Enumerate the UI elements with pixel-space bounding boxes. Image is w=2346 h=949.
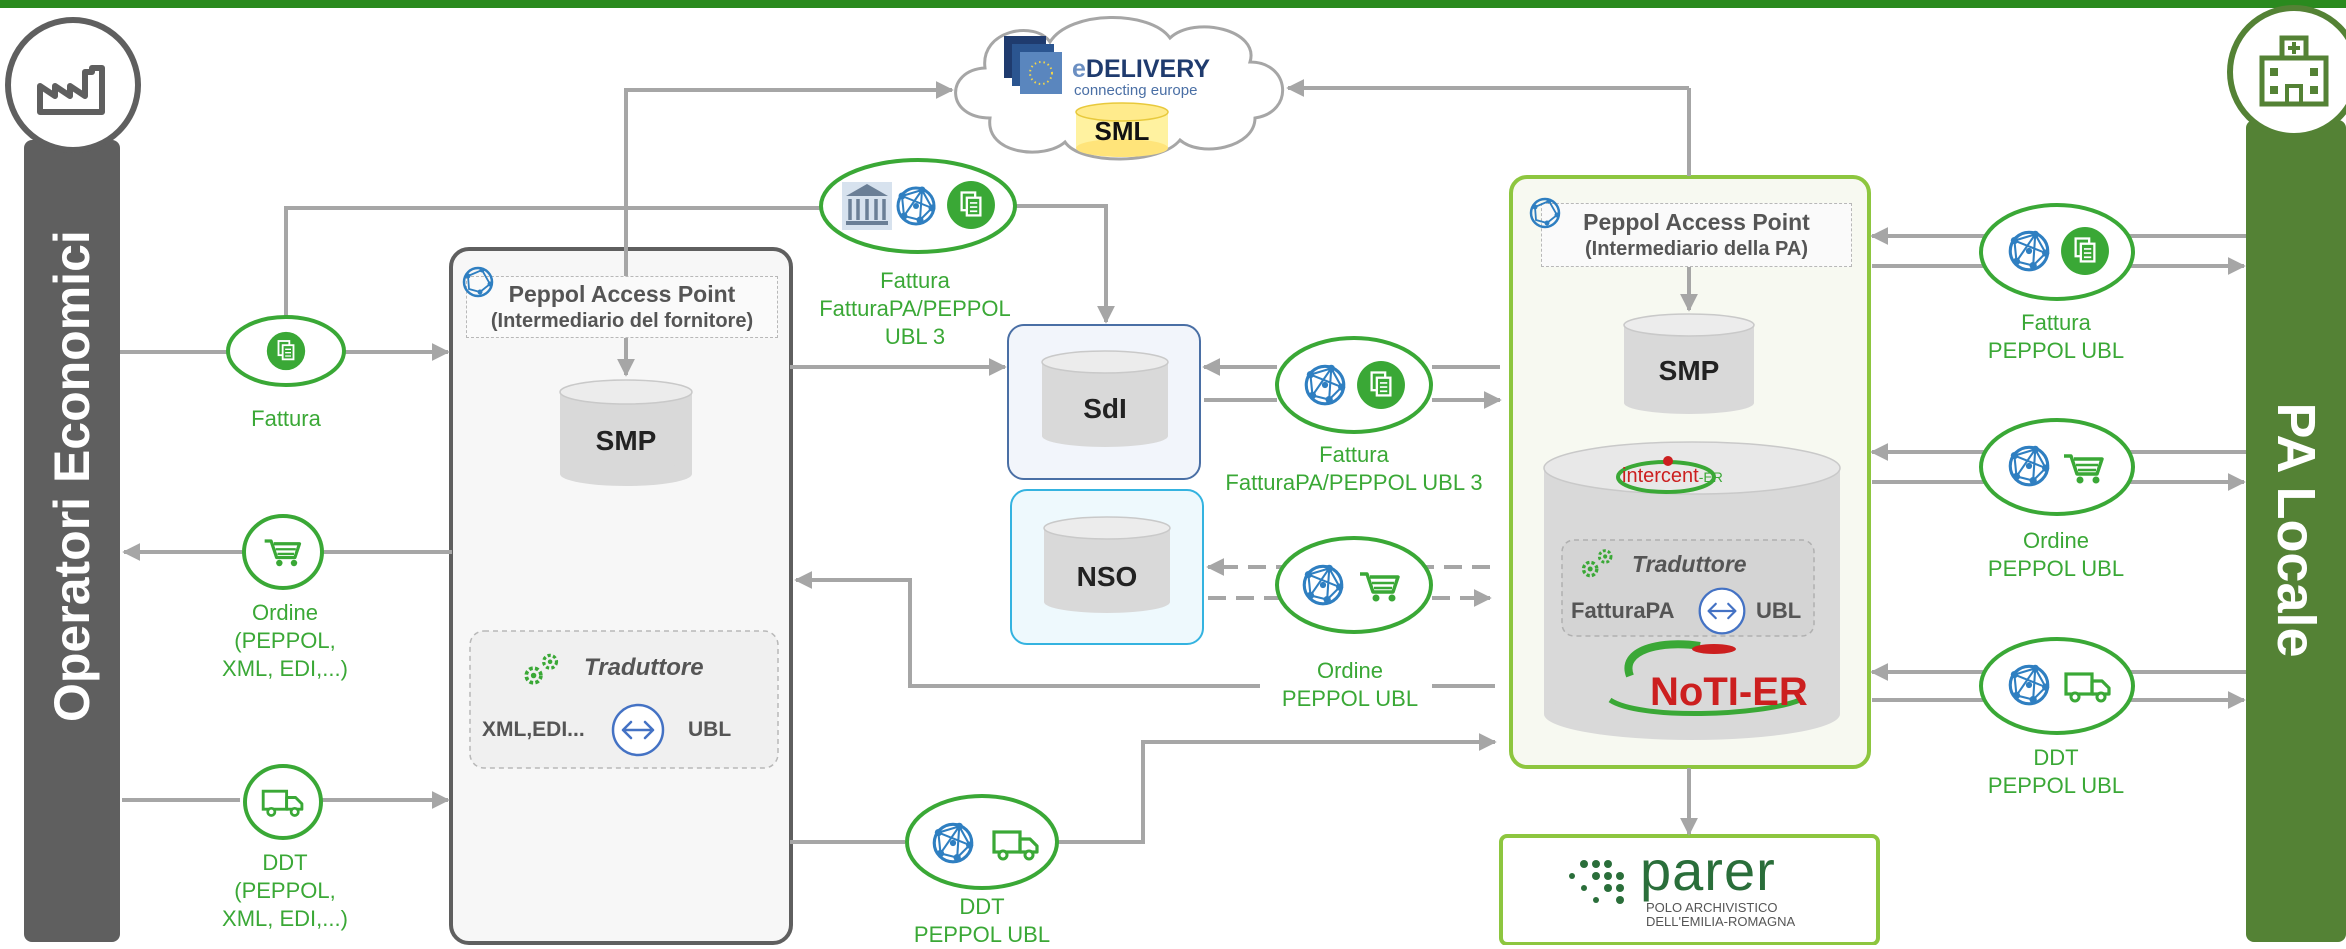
pa-ap-subtitle: (Intermediario della PA) [1584,238,1808,260]
document-icon [1356,360,1406,410]
mid-ordine-ellipse [1275,536,1433,634]
nso-label: NSO [1076,561,1138,592]
supplier-translator-title: Traduttore [584,654,704,681]
left-fattura-label: Fattura [251,406,321,431]
document-icon [946,180,996,230]
supplier-translator-from: XML,EDI... [482,718,585,741]
parer-logo: parer [1640,839,1776,902]
pa-translator-from: FatturaPA [1571,598,1675,623]
left-fattura-ellipse [226,315,346,387]
top-accent-bar [0,0,2346,8]
supplier-smp-cylinder [559,379,693,486]
pa-smp-label: SMP [1658,355,1720,386]
pa-translator-to: UBL [1756,598,1802,623]
pa-ap-header: Peppol Access Point (Intermediario della… [1541,203,1852,267]
bank-icon [842,182,892,230]
edelivery-brand: eDELIVERY [1072,55,1211,83]
right-actor-label: PA Locale [2266,402,2326,658]
peppol-logo-icon [1529,197,1561,229]
supplier-access-point-container [449,247,793,945]
intercent-logo: intercent-ER [1622,465,1723,487]
mid-fattura-sdi-ellipse [1275,336,1433,434]
supplier-ap-title: Peppol Access Point [508,281,736,307]
mid-fattura-top-ellipse [819,158,1017,254]
noti-er-logo-swoosh [1608,640,1801,717]
parer-dots-icon [1569,860,1624,904]
pa-smp-cylinder [1623,313,1755,414]
right-ordine-ellipse [1979,418,2135,516]
eu-flag-icon [1004,36,1062,94]
left-ddt-label: DDT(PEPPOL,XML, EDI,...) [222,850,348,931]
mid-ddt-ellipse [905,794,1059,890]
pa-ap-title: Peppol Access Point [1583,209,1810,235]
document-icon [266,331,306,371]
left-ordine-ellipse [242,514,324,590]
supplier-convert-icon [611,703,665,757]
supplier-smp-label: SMP [595,425,657,456]
parer-line-1: POLO ARCHIVISTICO [1646,900,1778,915]
noti-er-logo: NoTI-ER [1650,670,1808,714]
intercent-logo-swoosh [1616,456,1716,494]
sml-label: SML [1094,116,1150,146]
left-actor-label: Operatori Economici [44,230,100,722]
pa-convert-icon [1698,587,1746,635]
right-ddt-ellipse [1979,637,2135,735]
pa-translator-title: Traduttore [1632,551,1747,577]
sdi-cylinder [1041,350,1169,447]
peppol-logo-icon [462,266,494,298]
left-ddt-ellipse [243,764,323,840]
factory-icon [37,65,105,115]
supplier-ap-subtitle: (Intermediario del fornitore) [490,310,754,332]
nso-cylinder [1043,516,1171,613]
sdi-label: SdI [1083,393,1127,424]
parer-line-2: DELL'EMILIA-ROMAGNA [1646,914,1796,929]
edelivery-tagline: connecting europe [1074,82,1198,99]
right-fattura-ellipse [1979,203,2135,301]
hospital-icon [2259,35,2329,107]
document-icon [2060,226,2110,276]
supplier-ap-header: Peppol Access Point (Intermediario del f… [466,276,778,338]
sml-cylinder [1075,102,1169,157]
pa-translator-panel [1561,539,1815,637]
supplier-translator-to: UBL [688,718,732,741]
supplier-translator-panel [469,630,779,769]
left-ordine-label: Ordine(PEPPOL,XML, EDI,...) [222,600,348,681]
